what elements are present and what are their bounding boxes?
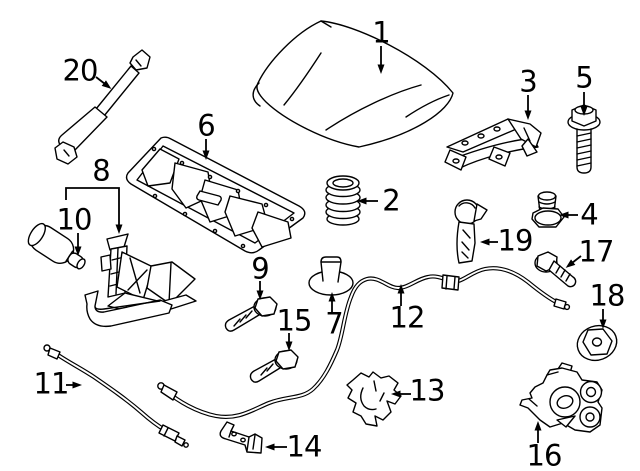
- part-19-safety-hook-drawing: [455, 200, 487, 263]
- part-11-release-cable-drawing: [44, 345, 188, 447]
- part-callout-3[interactable]: 3: [519, 64, 537, 99]
- part-callout-4[interactable]: 4: [580, 197, 598, 232]
- part-7-grommet-drawing: [309, 257, 353, 295]
- part-2-bumper-drawing: [326, 176, 360, 225]
- part-17-bolt-drawing: [535, 252, 576, 287]
- part-callout-13[interactable]: 13: [409, 373, 446, 408]
- part-callout-7[interactable]: 7: [325, 306, 343, 341]
- part-callout-14[interactable]: 14: [286, 429, 323, 464]
- part-callout-5[interactable]: 5: [575, 60, 593, 95]
- part-20-lift-strut-drawing: [55, 50, 150, 164]
- callout-bracket-8: [66, 188, 123, 234]
- part-1-hood-panel-drawing: [253, 21, 453, 147]
- part-14-bracket-drawing: [220, 422, 262, 453]
- part-callout-8[interactable]: 8: [92, 153, 110, 188]
- part-5-bolt-drawing: [568, 105, 600, 173]
- part-callout-17[interactable]: 17: [578, 234, 615, 269]
- part-callout-11[interactable]: 11: [33, 366, 70, 401]
- part-10-cylinder-drawing: [24, 220, 91, 277]
- part-15-bolt-drawing: [250, 350, 298, 382]
- callout-arrows: [66, 46, 607, 451]
- part-3-hood-hinge-drawing: [445, 119, 541, 170]
- part-callout-15[interactable]: 15: [276, 303, 313, 338]
- part-callout-12[interactable]: 12: [389, 300, 426, 335]
- part-6-insulator-pad-drawing: [127, 137, 305, 253]
- callout-arrow-17: [565, 256, 581, 268]
- part-8-bracket-assembly-drawing: [85, 234, 196, 326]
- part-callout-9[interactable]: 9: [251, 251, 269, 286]
- part-callout-20[interactable]: 20: [62, 53, 99, 88]
- part-callout-16[interactable]: 16: [526, 438, 563, 471]
- part-callout-2[interactable]: 2: [382, 183, 400, 218]
- part-16-hood-latch-drawing: [520, 363, 602, 432]
- part-callout-1[interactable]: 1: [372, 15, 390, 50]
- part-12-release-cable-drawing: [158, 268, 570, 417]
- part-callout-6[interactable]: 6: [197, 108, 215, 143]
- part-18-nut-drawing: [572, 320, 621, 366]
- part-callout-19[interactable]: 19: [497, 223, 534, 258]
- part-4-screw-grommet-drawing: [532, 192, 564, 227]
- part-callout-18[interactable]: 18: [589, 278, 626, 313]
- callout-arrow-20: [96, 77, 112, 89]
- part-callout-10[interactable]: 10: [56, 202, 93, 237]
- part-13-cable-clip-drawing: [347, 372, 401, 426]
- part-9-bolt-drawing: [225, 297, 277, 331]
